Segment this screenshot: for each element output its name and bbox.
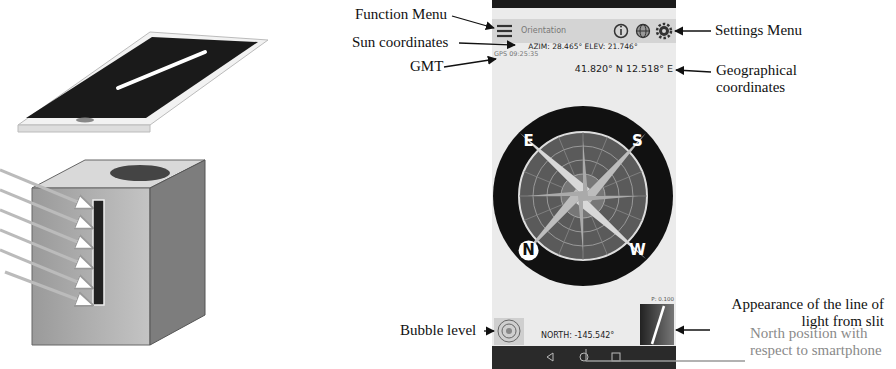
compass-letter: S (627, 133, 647, 150)
north-reading: NORTH: -145.542° (541, 331, 641, 340)
gmt-time: GPS 09:25:35 (494, 51, 574, 58)
screen-title: Orientation (521, 26, 591, 35)
compass-letter: E (519, 133, 539, 150)
callout-label: Settings Menu (715, 22, 835, 39)
callout-label: Sun coordinates (352, 34, 472, 51)
callout-label: Bubble level (400, 322, 490, 339)
scale-note: P: 0.100 (634, 296, 674, 302)
callout-label: GMT (410, 58, 450, 75)
compass-letter: W (627, 242, 647, 259)
callout-label: North position with respect to smartphon… (750, 325, 896, 360)
callout-label: Geographical coordinates (716, 62, 826, 97)
callout-label: Function Menu (355, 6, 465, 23)
geo-coordinates: 41.820° N 12.518° E (553, 64, 673, 75)
compass-letter: N (519, 242, 539, 259)
